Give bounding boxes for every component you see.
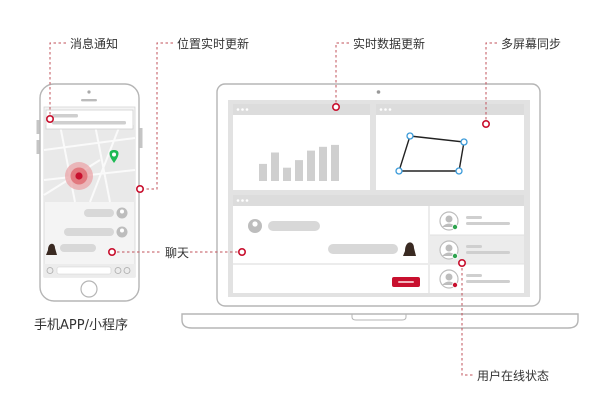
user-list <box>439 211 510 289</box>
user-avatar-head <box>445 244 453 252</box>
chart-bar <box>259 163 267 181</box>
label-chat: 聊天 <box>165 246 190 260</box>
chart-window-titlebar <box>233 104 370 115</box>
callout-marker-realtime-data <box>331 103 340 112</box>
callout-line-notification <box>49 42 66 119</box>
label-user-status: 用户在线状态 <box>477 369 550 383</box>
label-location-update: 位置实时更新 <box>177 37 250 51</box>
user-detail-line <box>466 280 510 283</box>
laptop-hinge-notch <box>351 314 407 321</box>
callout-line-multiscreen <box>485 42 497 124</box>
phone-speaker <box>81 99 97 102</box>
laptop-camera <box>376 90 381 94</box>
callout-marker-notification <box>45 115 54 124</box>
chart-bar <box>331 144 339 181</box>
polygon-window-titlebar <box>376 104 524 115</box>
laptop-illustration <box>181 83 579 329</box>
phone-illustration <box>36 83 143 302</box>
callout-lines <box>49 42 497 376</box>
location-dot <box>75 172 83 180</box>
map-area <box>44 125 135 202</box>
window-dot <box>236 199 240 202</box>
chart-bars <box>259 144 339 181</box>
phone-avatar-head <box>120 228 124 233</box>
window-dot <box>245 199 249 202</box>
callout-marker-multiscreen <box>481 120 490 129</box>
user-name-line <box>466 216 482 219</box>
phone-input-field <box>56 266 112 275</box>
callout-line-realtime-data <box>335 42 349 107</box>
chat-message-bubble <box>268 221 320 231</box>
laptop-base <box>181 313 579 329</box>
phone-avatar-head <box>120 209 124 214</box>
user-avatar-head <box>445 215 453 223</box>
window-dot <box>388 108 392 111</box>
user-status-dot <box>451 252 458 259</box>
label-realtime-data: 实时数据更新 <box>353 37 426 51</box>
label-notification: 消息通知 <box>70 37 119 51</box>
polygon-vertex <box>460 138 468 146</box>
phone-side-button <box>36 140 40 154</box>
chart-bar <box>295 160 303 181</box>
notification-text-line <box>52 121 126 125</box>
chat-window-titlebar <box>233 195 524 206</box>
phone-input-voice-icon <box>123 267 131 274</box>
chat-avatar-head <box>252 221 258 227</box>
callout-line-location <box>140 42 173 190</box>
phone-home-button <box>80 280 98 298</box>
notification-text-line <box>52 114 78 118</box>
callout-markers <box>45 103 490 267</box>
user-status-dot <box>451 281 458 288</box>
polygon-vertex <box>406 132 414 140</box>
phone-input-emoji-icon <box>114 267 122 274</box>
phone-side-button <box>139 128 143 148</box>
chart-bar <box>283 167 291 181</box>
window-dot <box>384 108 387 111</box>
callout-marker-chat-phone <box>108 248 117 257</box>
phone-chat-bubble <box>60 244 96 252</box>
map-pin-hole <box>112 152 116 157</box>
notification-card <box>45 109 134 130</box>
user-detail-line <box>466 251 510 254</box>
chat-send-button-label <box>398 281 414 283</box>
polygon-vertex <box>395 167 403 175</box>
label-app-caption: 手机APP/小程序 <box>34 318 128 333</box>
user-status-dot <box>451 223 458 230</box>
chat-user-avatar <box>403 242 416 256</box>
phone-input-plus-icon <box>46 267 54 274</box>
polygon-window <box>376 104 524 190</box>
user-avatar-head <box>445 273 453 281</box>
chart-bar <box>319 146 327 181</box>
chat-message-bubble <box>328 244 398 254</box>
callout-marker-chat-laptop <box>238 248 247 257</box>
window-dot <box>241 108 244 111</box>
user-detail-line <box>466 222 510 225</box>
window-dot <box>245 108 249 111</box>
user-name-line <box>466 245 482 248</box>
phone-chat-bubble <box>64 228 114 236</box>
phone-user-avatar <box>46 243 57 255</box>
window-dot <box>241 199 244 202</box>
chart-bar <box>271 152 279 181</box>
phone-camera <box>87 90 91 94</box>
polygon-vertex <box>455 167 463 175</box>
callout-line-user-status <box>461 263 473 376</box>
window-dot <box>236 108 240 111</box>
callout-marker-location <box>136 185 145 194</box>
callout-marker-user-status <box>457 258 466 267</box>
chart-bar <box>307 150 315 181</box>
phone-side-button <box>36 120 40 134</box>
user-name-line <box>466 274 482 277</box>
window-dot <box>379 108 383 111</box>
phone-chat-bubble <box>84 209 114 217</box>
label-multiscreen-sync: 多屏幕同步 <box>501 37 562 51</box>
